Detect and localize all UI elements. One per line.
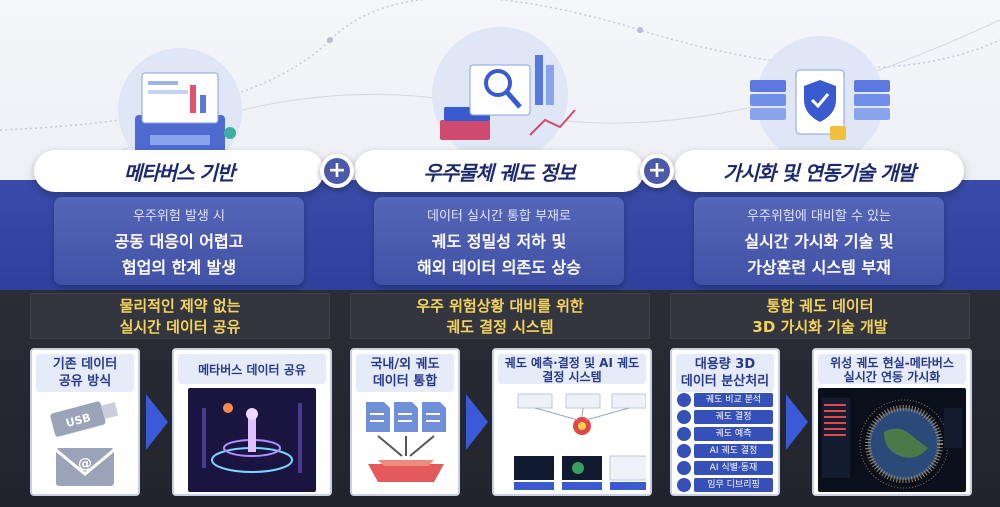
list-item: 임무 디브리핑 [677,477,773,493]
problem-box: 데이터 실시간 통합 부재로 궤도 정밀성 저하 및 해외 데이터 의존도 상승 [374,197,624,285]
list-item: 궤도 결정 [677,409,773,425]
goal-band: 통합 궤도 데이터 3D 가시화 기술 개발 [670,293,970,339]
svg-text:USB: USB [64,411,92,430]
arrow-right-icon [146,394,168,450]
data-analysis-illustration-icon [432,27,576,163]
function-icon [677,392,691,407]
column-orbit-info: 우주물체 궤도 정보 데이터 실시간 통합 부재로 궤도 정밀성 저하 및 해외… [340,0,660,507]
distributed-processing-card: 대용량 3D 데이터 분산처리 궤도 비교 분석 궤도 결정 궤도 예측 AI … [670,348,780,496]
function-list: 궤도 비교 분석 궤도 결정 궤도 예측 AI 궤도 결정 AI 식별·동재 임… [677,392,773,495]
usb-mail-icon: USB @ [50,401,119,486]
documents-merge-icon [366,402,446,482]
metaverse-scene-image [188,388,316,492]
security-server-illustration-icon [750,36,890,164]
function-icon [677,444,691,459]
system-diagram-image [508,388,646,492]
metaverse-share-card: 메타버스 데이터 공유 [172,348,332,496]
list-item: AI 궤도 결정 [677,443,773,459]
list-item: 궤도 비교 분석 [677,392,773,408]
legacy-sharing-card: 기존 데이터 공유 방식 USB @ [30,348,140,496]
list-item: 궤도 예측 [677,426,773,442]
arrow-right-icon [466,394,488,450]
data-integration-card: 국내/외 궤도 데이터 통합 [350,348,460,496]
function-icon [677,409,691,424]
function-icon [677,426,691,441]
plus-connector-2: + [640,154,674,188]
goal-band: 우주 위험상황 대비를 위한 궤도 결정 시스템 [350,293,650,339]
header-pill: 우주물체 궤도 정보 [354,150,644,192]
header-pill: 메타버스 기반 [34,150,324,192]
earth-orbit-visualization-image [818,388,966,492]
header-pill: 가시화 및 연동기술 개발 [674,150,964,192]
orbit-determination-card: 궤도 예측·결정 및 AI 궤도 결정 시스템 [492,348,652,496]
column-visualization: 가시화 및 연동기술 개발 우주위험에 대비할 수 있는 실시간 가시화 기술 … [660,0,980,507]
computer-illustration-icon [118,48,242,172]
problem-box: 우주위험에 대비할 수 있는 실시간 가시화 기술 및 가상훈련 시스템 부재 [694,197,944,285]
problem-box: 우주위험 발생 시 공동 대응이 어렵고 협업의 한계 발생 [54,197,304,285]
function-icon [677,461,691,476]
function-icon [677,478,691,493]
list-item: AI 식별·동재 [677,460,773,476]
svg-text:@: @ [78,456,92,472]
column-metaverse: 메타버스 기반 우주위험 발생 시 공동 대응이 어렵고 협업의 한계 발생 물… [20,0,340,507]
arrow-right-icon [786,394,808,450]
goal-band: 물리적인 제약 없는 실시간 데이터 공유 [30,293,330,339]
plus-connector-1: + [320,154,354,188]
realtime-visualization-card: 위성 궤도 현실-메타버스 실시간 연동 가시화 [812,348,972,496]
